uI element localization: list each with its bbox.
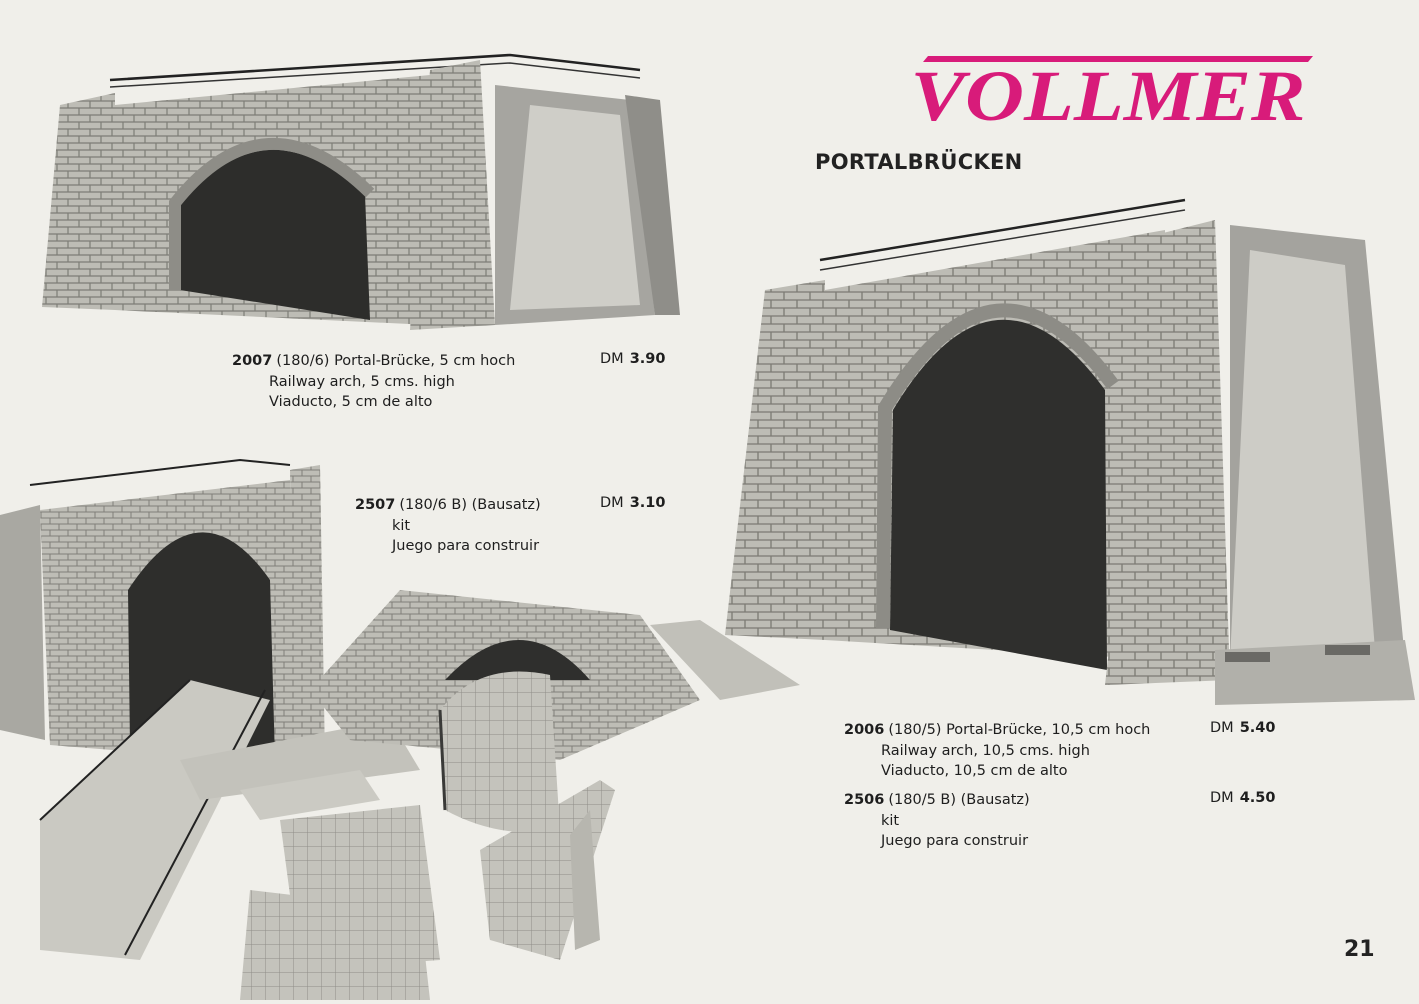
product-desc-es: Juego para construir	[392, 538, 540, 554]
price-2507: DM 3.10	[600, 495, 665, 511]
page-number: 21	[1344, 937, 1375, 962]
product-code: 2007	[232, 353, 273, 369]
product-desc-de: (180/5 B) (Bausatz)	[888, 792, 1030, 808]
currency: DM	[600, 495, 624, 511]
product-2006: 2006(180/5) Portal-Brücke, 10,5 cm hoch …	[844, 720, 1150, 782]
price-value: 3.90	[629, 351, 666, 367]
price-2506: DM 4.50	[1210, 790, 1275, 806]
product-code: 2506	[844, 792, 885, 808]
product-desc-es: Juego para construir	[881, 833, 1029, 849]
product-desc-de: (180/6 B) (Bausatz)	[399, 497, 541, 513]
product-desc-en: kit	[392, 517, 411, 534]
currency: DM	[600, 351, 624, 367]
product-desc-en: kit	[881, 812, 900, 829]
logo-text: VOLLMER	[911, 56, 1306, 128]
product-code: 2006	[844, 722, 885, 738]
price-value: 3.10	[629, 495, 666, 511]
product-desc-de: (180/6) Portal-Brücke, 5 cm hoch	[276, 353, 516, 369]
page-title: PORTALBRÜCKEN	[815, 150, 1023, 174]
vollmer-logo: VOLLMER	[908, 50, 1313, 136]
photo-bridge-2007	[40, 45, 680, 345]
currency: DM	[1210, 720, 1234, 736]
price-value: 4.50	[1239, 790, 1276, 806]
product-desc-de: (180/5) Portal-Brücke, 10,5 cm hoch	[888, 722, 1151, 738]
price-2006: DM 5.40	[1210, 720, 1275, 736]
product-code: 2507	[355, 497, 396, 513]
price-value: 5.40	[1239, 720, 1276, 736]
product-desc-es: Viaducto, 5 cm de alto	[269, 394, 433, 410]
currency: DM	[1210, 790, 1234, 806]
product-2007: 2007(180/6) Portal-Brücke, 5 cm hoch Rai…	[232, 351, 515, 413]
photo-bridge-2507	[0, 440, 800, 1000]
product-2506: 2506(180/5 B) (Bausatz) kit Juego para c…	[844, 790, 1030, 852]
product-desc-en: Railway arch, 10,5 cms. high	[881, 742, 1090, 759]
product-2507: 2507(180/6 B) (Bausatz) kit Juego para c…	[355, 495, 541, 557]
product-desc-es: Viaducto, 10,5 cm de alto	[881, 763, 1068, 779]
product-desc-en: Railway arch, 5 cms. high	[269, 373, 455, 390]
photo-bridge-2006	[725, 180, 1415, 710]
price-2007: DM 3.90	[600, 351, 665, 367]
